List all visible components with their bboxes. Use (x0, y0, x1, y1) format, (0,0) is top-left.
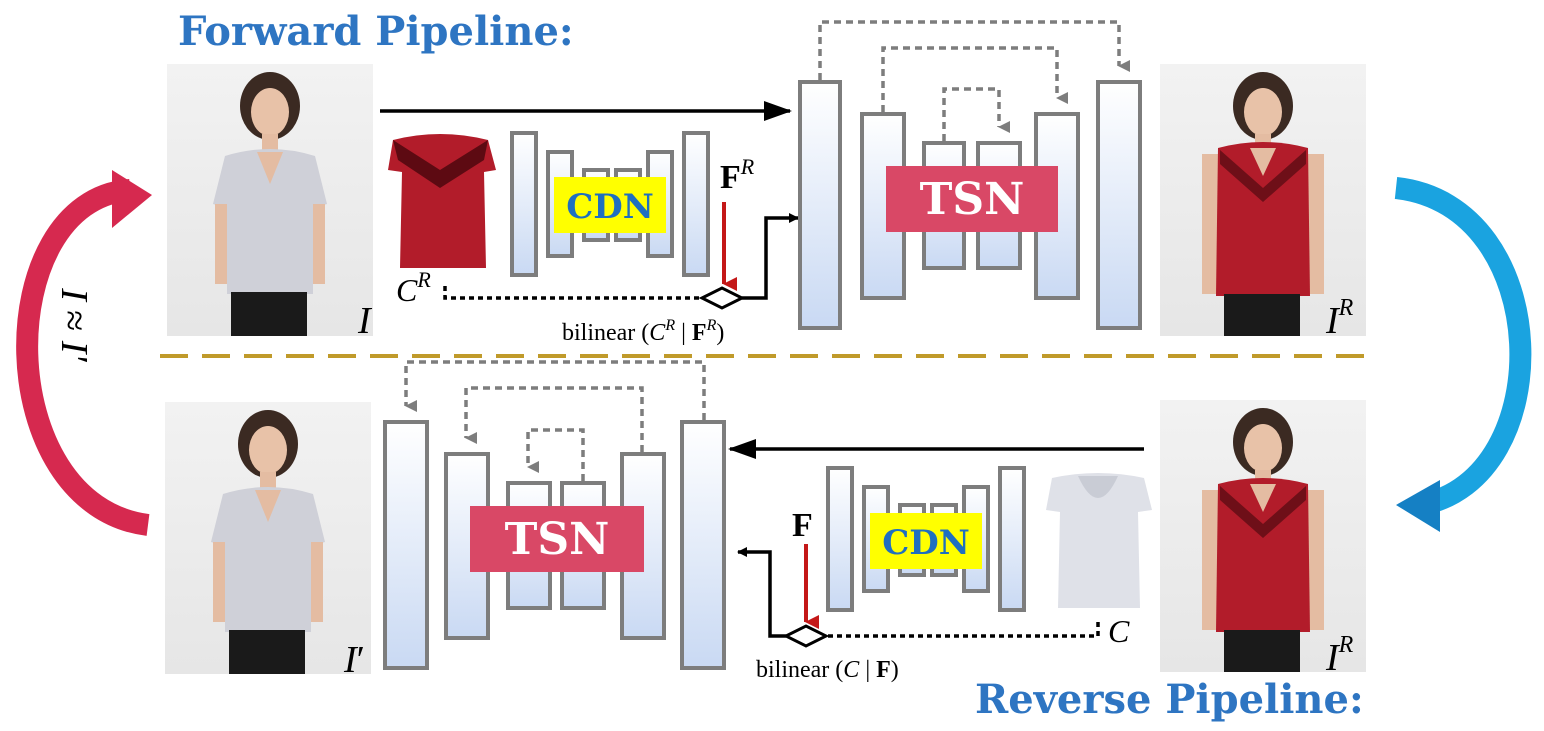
input-image-label: I (357, 300, 373, 342)
original-cloth-gray (1046, 473, 1152, 608)
bilinear-forward-label: bilinear (CR | FR) (562, 317, 724, 346)
tsn-forward-label: TSN (920, 174, 1025, 225)
reconstructed-person-image (165, 402, 371, 674)
cloth-label-c: C (1108, 613, 1130, 649)
tsn-forward-box (886, 166, 1058, 232)
right-cycle-arrow-head (1396, 480, 1440, 532)
tsn-reverse-box (470, 506, 644, 572)
tsn-reverse-skip-connections (404, 360, 706, 481)
warp-to-tsn-arrow (742, 213, 799, 300)
reconstructed-image-label: I′ (343, 639, 365, 681)
cdn-reverse-box (870, 513, 982, 569)
cloth-warp-dotted-line-reverse (826, 622, 1100, 638)
tsn-reverse-label: TSN (505, 514, 610, 565)
right-cycle-arrow (1394, 177, 1532, 516)
tsn-reverse-unet (383, 420, 726, 670)
cdn-forward-label: CDN (566, 187, 654, 227)
bilinear-warp-diamond-reverse (782, 624, 830, 648)
bilinear-reverse-label: bilinear (C | F) (756, 657, 899, 683)
flow-f-label: F (792, 507, 813, 544)
forward-pipeline-title: Forward Pipeline: (178, 8, 574, 55)
bilinear-warp-diamond (698, 286, 746, 310)
input-image-label-bottom: IR (1325, 632, 1354, 679)
target-cloth-red (388, 134, 496, 268)
left-cycle-arrow-head (112, 170, 152, 228)
cloth-label-cr: CR (396, 267, 431, 308)
cloth-warp-dotted-line (443, 286, 702, 300)
input-person-image (167, 64, 373, 336)
warp-to-tsn-reverse-arrow (737, 547, 786, 638)
output-image-label-top: IR (1325, 295, 1354, 342)
left-cycle-arrow (16, 179, 150, 536)
tsn-forward-skip-connections (818, 20, 1130, 141)
output-person-red-top (1160, 64, 1366, 336)
cycle-constraint-label: I ≈ I′ (53, 287, 95, 362)
flow-fr-label: FR (720, 154, 755, 196)
cdn-forward-box (554, 177, 666, 233)
input-person-red-bottom (1160, 400, 1366, 672)
cdn-reverse-label: CDN (882, 523, 970, 563)
reverse-pipeline-title: Reverse Pipeline: (975, 676, 1364, 723)
